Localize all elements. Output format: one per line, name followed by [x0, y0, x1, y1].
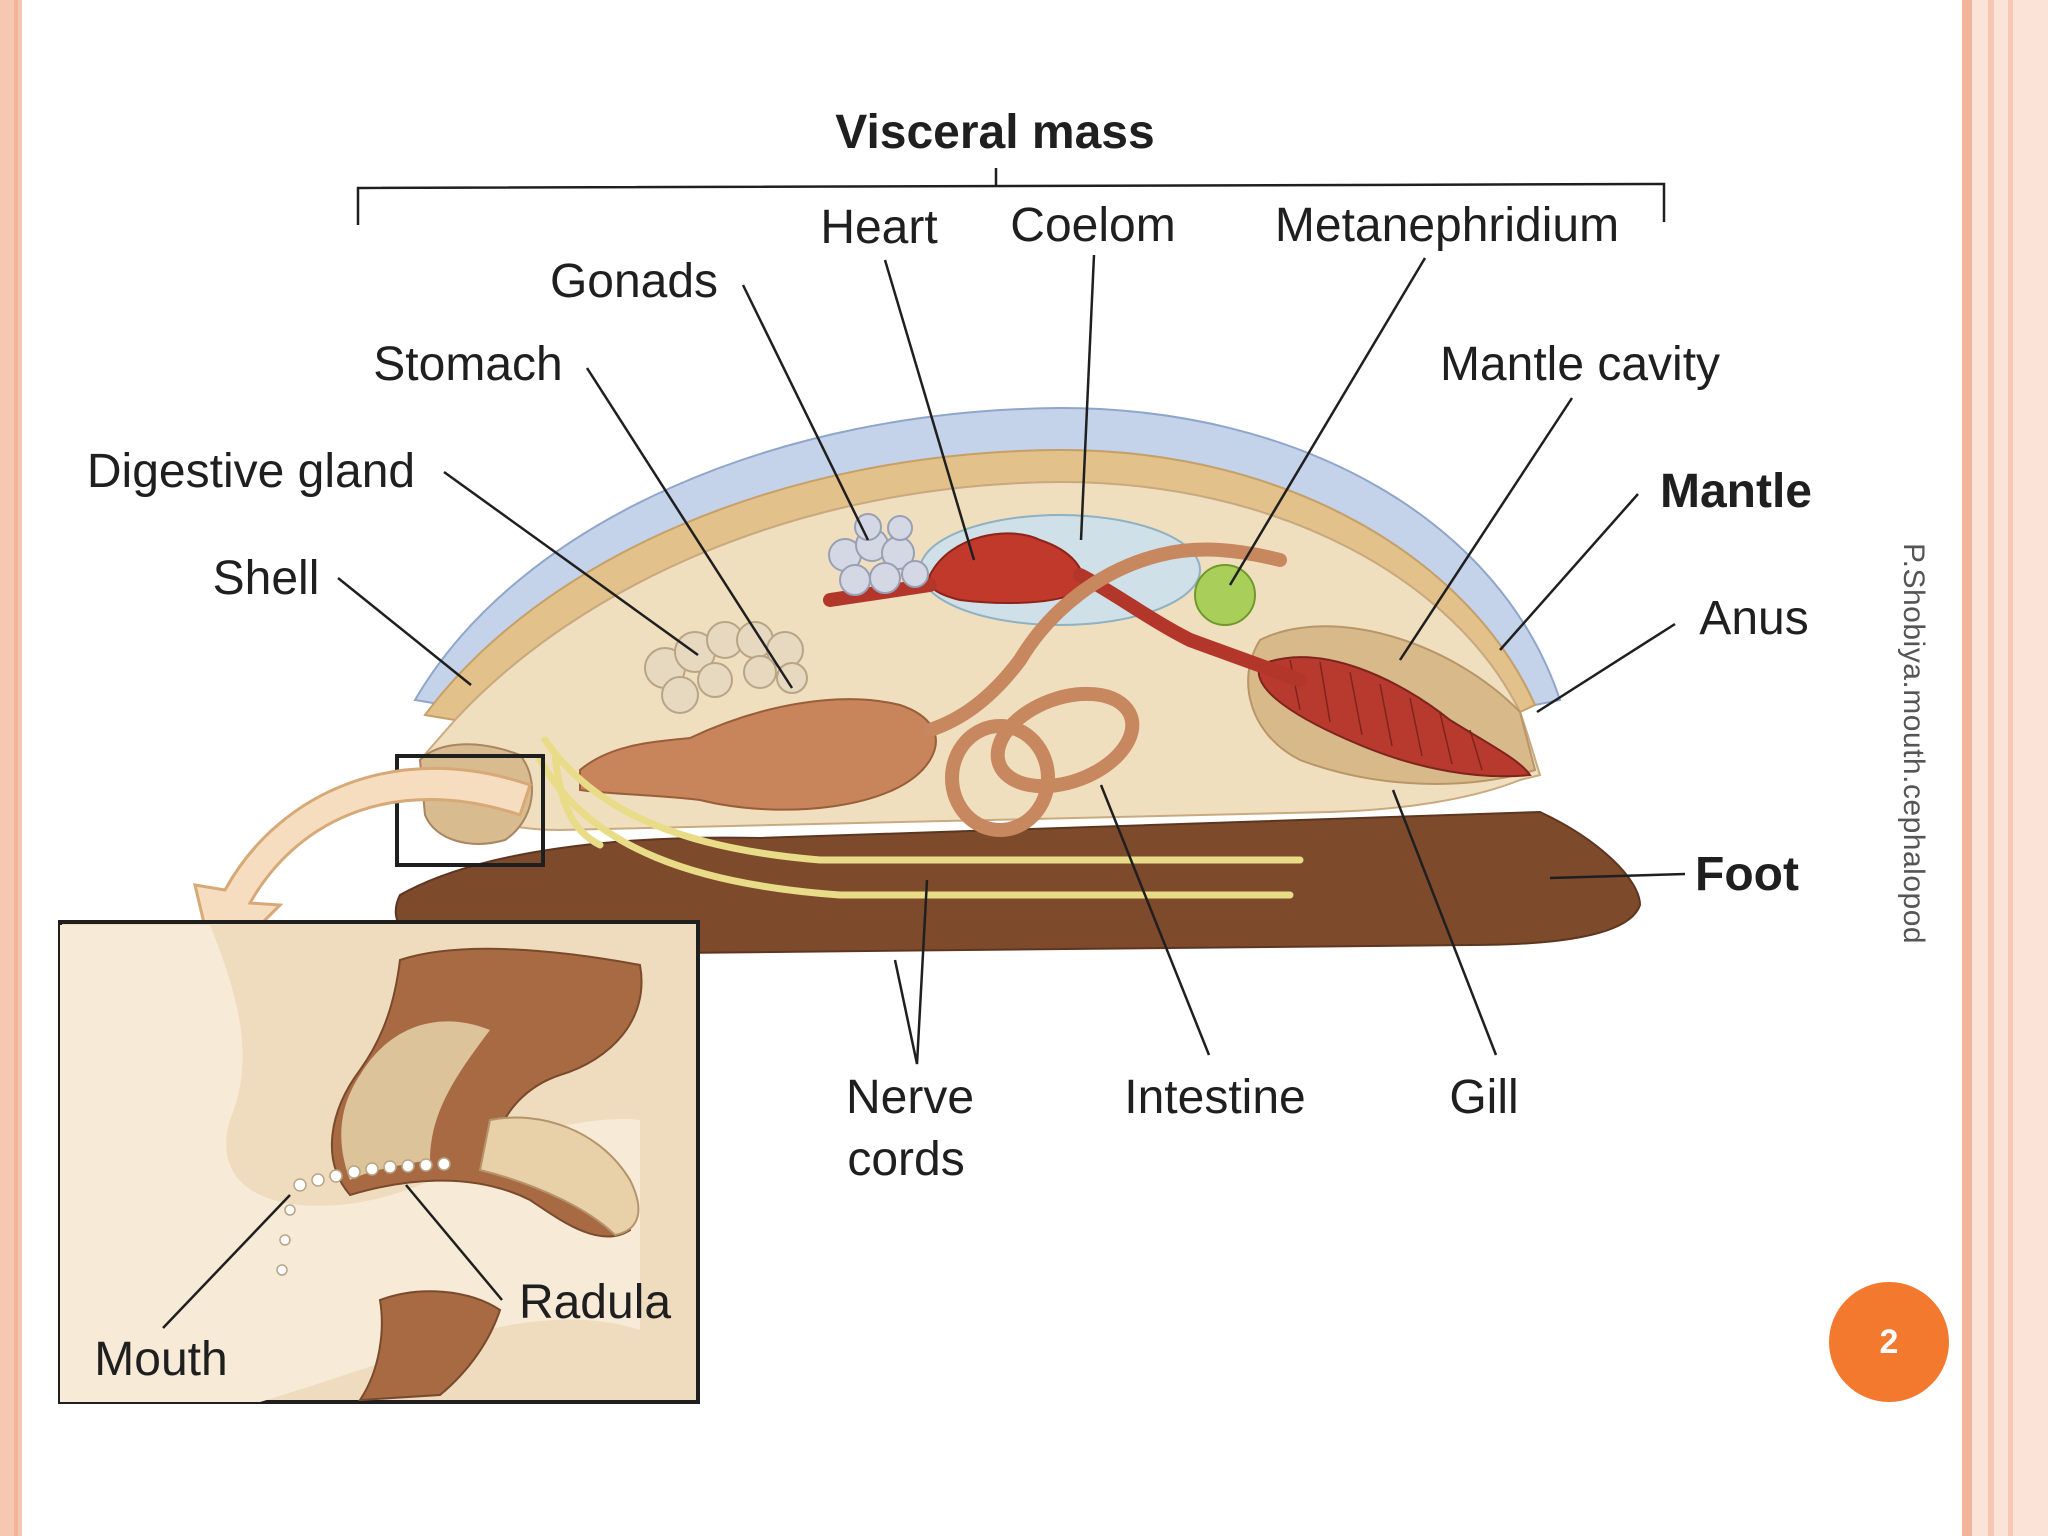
detail-inset [58, 920, 700, 1404]
inset-lower-jaw [358, 1290, 502, 1402]
label-visceral-mass: Visceral mass [835, 106, 1154, 159]
label-cords: cords [847, 1133, 964, 1186]
label-gonads: Gonads [550, 255, 718, 308]
leader-intestine [1099, 784, 1211, 1056]
leader-gill [1391, 789, 1498, 1056]
nerve-cords [536, 736, 1304, 899]
leader-anus [1536, 622, 1676, 714]
leader-heart [883, 259, 976, 561]
label-shell: Shell [213, 552, 320, 605]
intestine [923, 542, 1287, 837]
side-caption: P.Shobiya.mouth.cephalopod [1897, 543, 1930, 945]
leader-foot [1549, 872, 1686, 880]
gill-filaments [1289, 659, 1483, 771]
radula-teeth [276, 1157, 451, 1276]
label-nerve: Nerve [846, 1071, 974, 1124]
label-intestine: Intestine [1124, 1071, 1305, 1124]
leader-coelom [1079, 254, 1096, 541]
page-number-badge: 2 [1829, 1282, 1949, 1402]
leader-stomach [585, 367, 794, 689]
slide-border-right [1962, 0, 2048, 1536]
label-anus: Anus [1699, 592, 1808, 645]
inset-cavity [341, 1021, 490, 1180]
stomach [579, 698, 937, 811]
leader-lines [162, 254, 1686, 1329]
leader-gonads [741, 284, 870, 541]
leader-mouth [162, 1194, 291, 1329]
label-mantle-cavity: Mantle cavity [1440, 338, 1720, 391]
slide-border-right-stripe [2008, 0, 2013, 1536]
label-digestive-gland: Digestive gland [87, 445, 415, 498]
gill [1257, 656, 1532, 778]
leader-shell [337, 577, 472, 686]
slide-border-left-stripe [14, 0, 18, 1536]
label-gill: Gill [1449, 1071, 1518, 1124]
label-metanephridium: Metanephridium [1275, 199, 1619, 252]
label-mantle: Mantle [1660, 465, 1812, 518]
label-foot: Foot [1695, 848, 1799, 901]
body-illustration [193, 406, 1642, 973]
label-heart: Heart [820, 201, 937, 254]
gonads [828, 513, 929, 596]
leader-digestive-gland [443, 470, 699, 657]
leader-mantle-cavity [1398, 397, 1574, 661]
label-radula: Radula [519, 1276, 671, 1329]
slide-border-right-stripe [1988, 0, 1994, 1536]
visceral-mass-bracket [356, 168, 1666, 225]
slide-border-right-stripe [1962, 0, 1972, 1536]
leader-nerve-cords [893, 879, 929, 1065]
inset-tongue [478, 1116, 640, 1237]
diagram-labels: Visceral mass Heart Coelom Metanephridiu… [87, 106, 1812, 1386]
label-stomach: Stomach [373, 338, 562, 391]
label-mouth: Mouth [94, 1333, 227, 1386]
label-coelom: Coelom [1010, 199, 1175, 252]
metanephridium [1194, 564, 1256, 626]
digestive-gland [644, 621, 808, 714]
leader-metanephridium [1228, 257, 1427, 586]
leader-mantle [1499, 493, 1639, 651]
detail-box-small [395, 754, 545, 867]
leader-radula [405, 1184, 503, 1301]
